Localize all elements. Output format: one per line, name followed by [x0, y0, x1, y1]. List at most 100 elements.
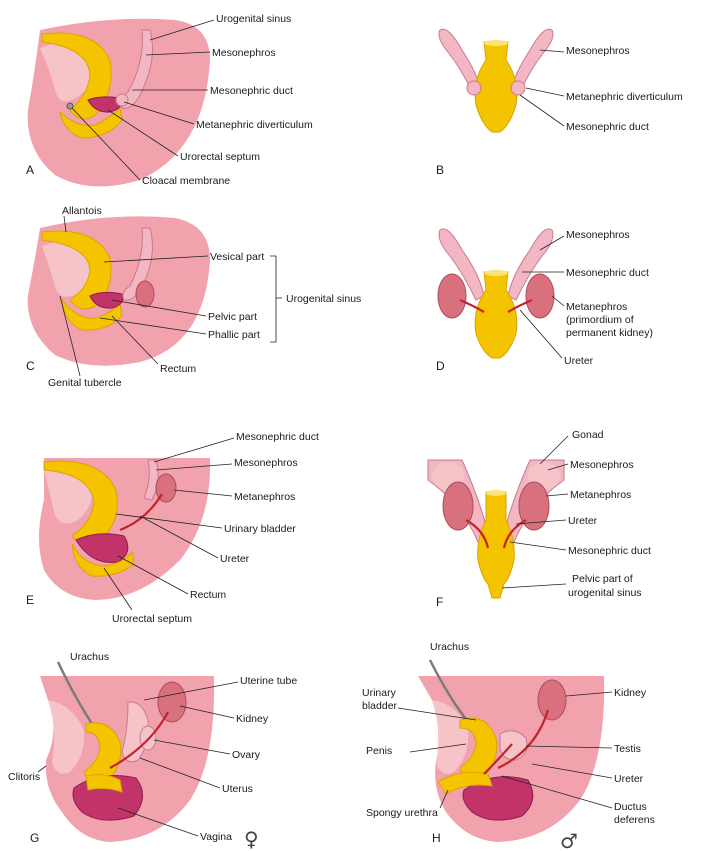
panel-letter-c: C — [26, 359, 35, 373]
label-a-mesonephros: Mesonephros — [212, 47, 276, 59]
label-g-ovary: Ovary — [232, 749, 261, 761]
panel-f: Gonad Mesonephros Metanephros Ureter Mes… — [427, 429, 651, 609]
sinus-opening-d — [484, 270, 508, 276]
metanephros-d-right — [525, 273, 555, 319]
kidney-g-shape — [157, 681, 187, 723]
label-d-mesonephric-duct: Mesonephric duct — [566, 267, 649, 279]
leader-h-4 — [531, 763, 613, 779]
leader-c-2 — [111, 299, 207, 317]
label-e-mesonephros: Mesonephros — [234, 457, 298, 469]
panel-letter-f: F — [436, 595, 443, 609]
label-h-urachus: Urachus — [430, 641, 469, 653]
leader-e-3 — [173, 489, 233, 497]
label-f-ureter: Ureter — [568, 515, 598, 527]
label-f-mesonephric-duct: Mesonephric duct — [568, 545, 651, 557]
label-g-kidney: Kidney — [236, 713, 269, 725]
label-f-mesonephros: Mesonephros — [570, 459, 634, 471]
label-d-mesonephros: Mesonephros — [566, 229, 630, 241]
phallic-part-shape — [61, 298, 123, 331]
leader-a-2 — [145, 51, 211, 56]
urogenital-sinus-shape — [41, 32, 112, 120]
leader-h-5 — [439, 789, 449, 809]
label-g-vagina: Vagina — [200, 831, 232, 843]
panel-h: Urachus Urinary bladder Kidney Penis Tes… — [362, 641, 655, 851]
panel-c: Allantois Vesical part Pelvic part Phall… — [26, 205, 361, 389]
label-g-clitoris: Clitoris — [8, 771, 40, 783]
label-g-uterus: Uterus — [222, 783, 253, 795]
female-symbol: ♀ — [244, 827, 259, 851]
leader-g-5 — [37, 765, 47, 773]
leader-g-2 — [179, 705, 235, 719]
vesical-part-shape — [41, 230, 112, 310]
ureter-h — [497, 709, 550, 769]
label-h-spongy-urethra: Spongy urethra — [366, 807, 438, 819]
rectum-shape — [87, 96, 122, 113]
metanephric-div-right — [510, 80, 526, 96]
leader-e-2 — [155, 463, 233, 471]
leader-g-3 — [153, 739, 231, 755]
leader-a-1 — [149, 19, 215, 41]
label-c-vesical-part: Vesical part — [210, 251, 264, 263]
body-fold-g — [48, 700, 85, 774]
label-h-ductus: Ductus — [614, 801, 647, 813]
label-b-metanephric-diverticulum: Metanephric diverticulum — [566, 91, 683, 103]
leader-c-1 — [103, 255, 209, 263]
cloacal-membrane-shape — [66, 102, 74, 110]
leader-e-4 — [115, 513, 223, 529]
ureter-d-right — [507, 298, 533, 313]
metanephros-f-left — [442, 481, 474, 531]
label-f-gonad: Gonad — [572, 429, 604, 441]
testis-h-shape — [499, 730, 528, 761]
metanephros-f-right — [518, 481, 550, 531]
urogenital-sinus-f-shape — [477, 491, 515, 599]
leader-d-3 — [551, 295, 565, 307]
label-e-mesonephric-duct: Mesonephric duct — [236, 431, 319, 443]
urorectal-septum-e-shape — [71, 543, 135, 577]
leader-e-7 — [103, 567, 133, 611]
leader-b-3 — [519, 94, 565, 127]
leader-h-2 — [409, 743, 467, 753]
rectum-c-shape — [89, 291, 124, 309]
urogenital-sinus-d-shape — [474, 271, 518, 359]
bracket-c — [270, 255, 277, 343]
label-d-metanephros: Metanephros — [566, 301, 627, 313]
panel-letter-d: D — [436, 359, 445, 373]
vestibule-g-shape — [85, 774, 123, 793]
leader-f-3 — [545, 493, 569, 497]
label-c-allantois: Allantois — [62, 205, 102, 217]
label-c-rectum: Rectum — [160, 363, 196, 375]
label-b-mesonephros: Mesonephros — [566, 45, 630, 57]
label-e-urinary-bladder: Urinary bladder — [224, 523, 296, 535]
leader-h-7 — [397, 707, 477, 721]
metanephros-d-left — [437, 273, 467, 319]
label-f-pelvic-part: Pelvic part of — [572, 573, 633, 585]
ureter-g — [109, 711, 169, 769]
leader-c-3 — [99, 317, 207, 335]
mesonephros-shape — [120, 29, 153, 109]
label-h-testis: Testis — [614, 743, 641, 755]
leader-g-4 — [139, 757, 221, 789]
leader-a-6 — [71, 107, 141, 181]
sinus-opening — [484, 40, 508, 46]
panel-letter-e: E — [26, 593, 34, 607]
label-f-metanephros: Metanephros — [570, 489, 631, 501]
panel-a: Urogenital sinus Mesonephros Mesonephric… — [26, 13, 313, 187]
panel-letter-h: H — [432, 831, 441, 845]
panel-e: Mesonephric duct Mesonephros Metanephros… — [26, 431, 319, 625]
panel-letter-b: B — [436, 163, 444, 177]
label-h-penis: Penis — [366, 745, 392, 757]
ureter-f-left — [465, 519, 490, 549]
label-c-urogenital-sinus: Urogenital sinus — [286, 293, 361, 305]
leader-e-6 — [117, 555, 189, 595]
label-e-metanephros: Metanephros — [234, 491, 295, 503]
label-a-urorectal-septum: Urorectal septum — [180, 151, 260, 163]
metanephros-c-shape — [135, 280, 155, 308]
label-b-mesonephric-duct: Mesonephric duct — [566, 121, 649, 133]
leader-a-5 — [107, 109, 179, 157]
leader-h-6 — [501, 775, 613, 809]
ureter-d-left — [459, 298, 485, 313]
label-a-urogenital-sinus: Urogenital sinus — [216, 13, 291, 25]
mesonephros-c-shape — [122, 227, 153, 301]
ductus-deferens-h — [483, 743, 513, 775]
leader-g-1 — [143, 681, 239, 701]
